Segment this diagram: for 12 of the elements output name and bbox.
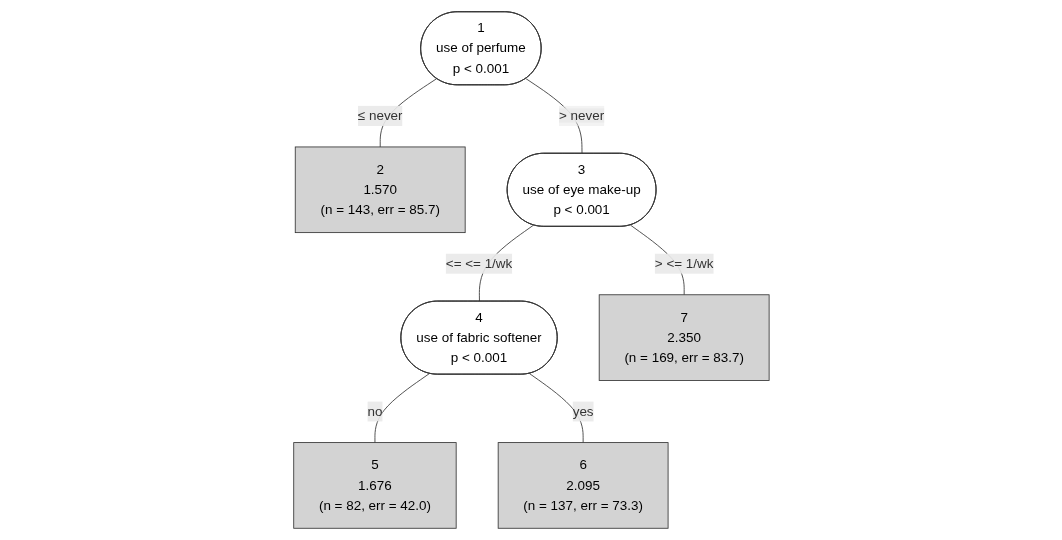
edge-label: > never [558, 108, 604, 123]
edge-label: yes [572, 403, 594, 419]
node-box [292, 442, 457, 529]
node-box [497, 442, 669, 529]
edge-label: <= <= 1/wk [445, 256, 512, 271]
connector [374, 373, 430, 443]
edge-label: no [367, 403, 382, 419]
edge-label: > <= 1/wk [654, 256, 714, 271]
connector [528, 373, 584, 443]
edge-label: ≤ never [357, 108, 403, 123]
node-box [598, 294, 770, 381]
node-box [294, 146, 466, 234]
